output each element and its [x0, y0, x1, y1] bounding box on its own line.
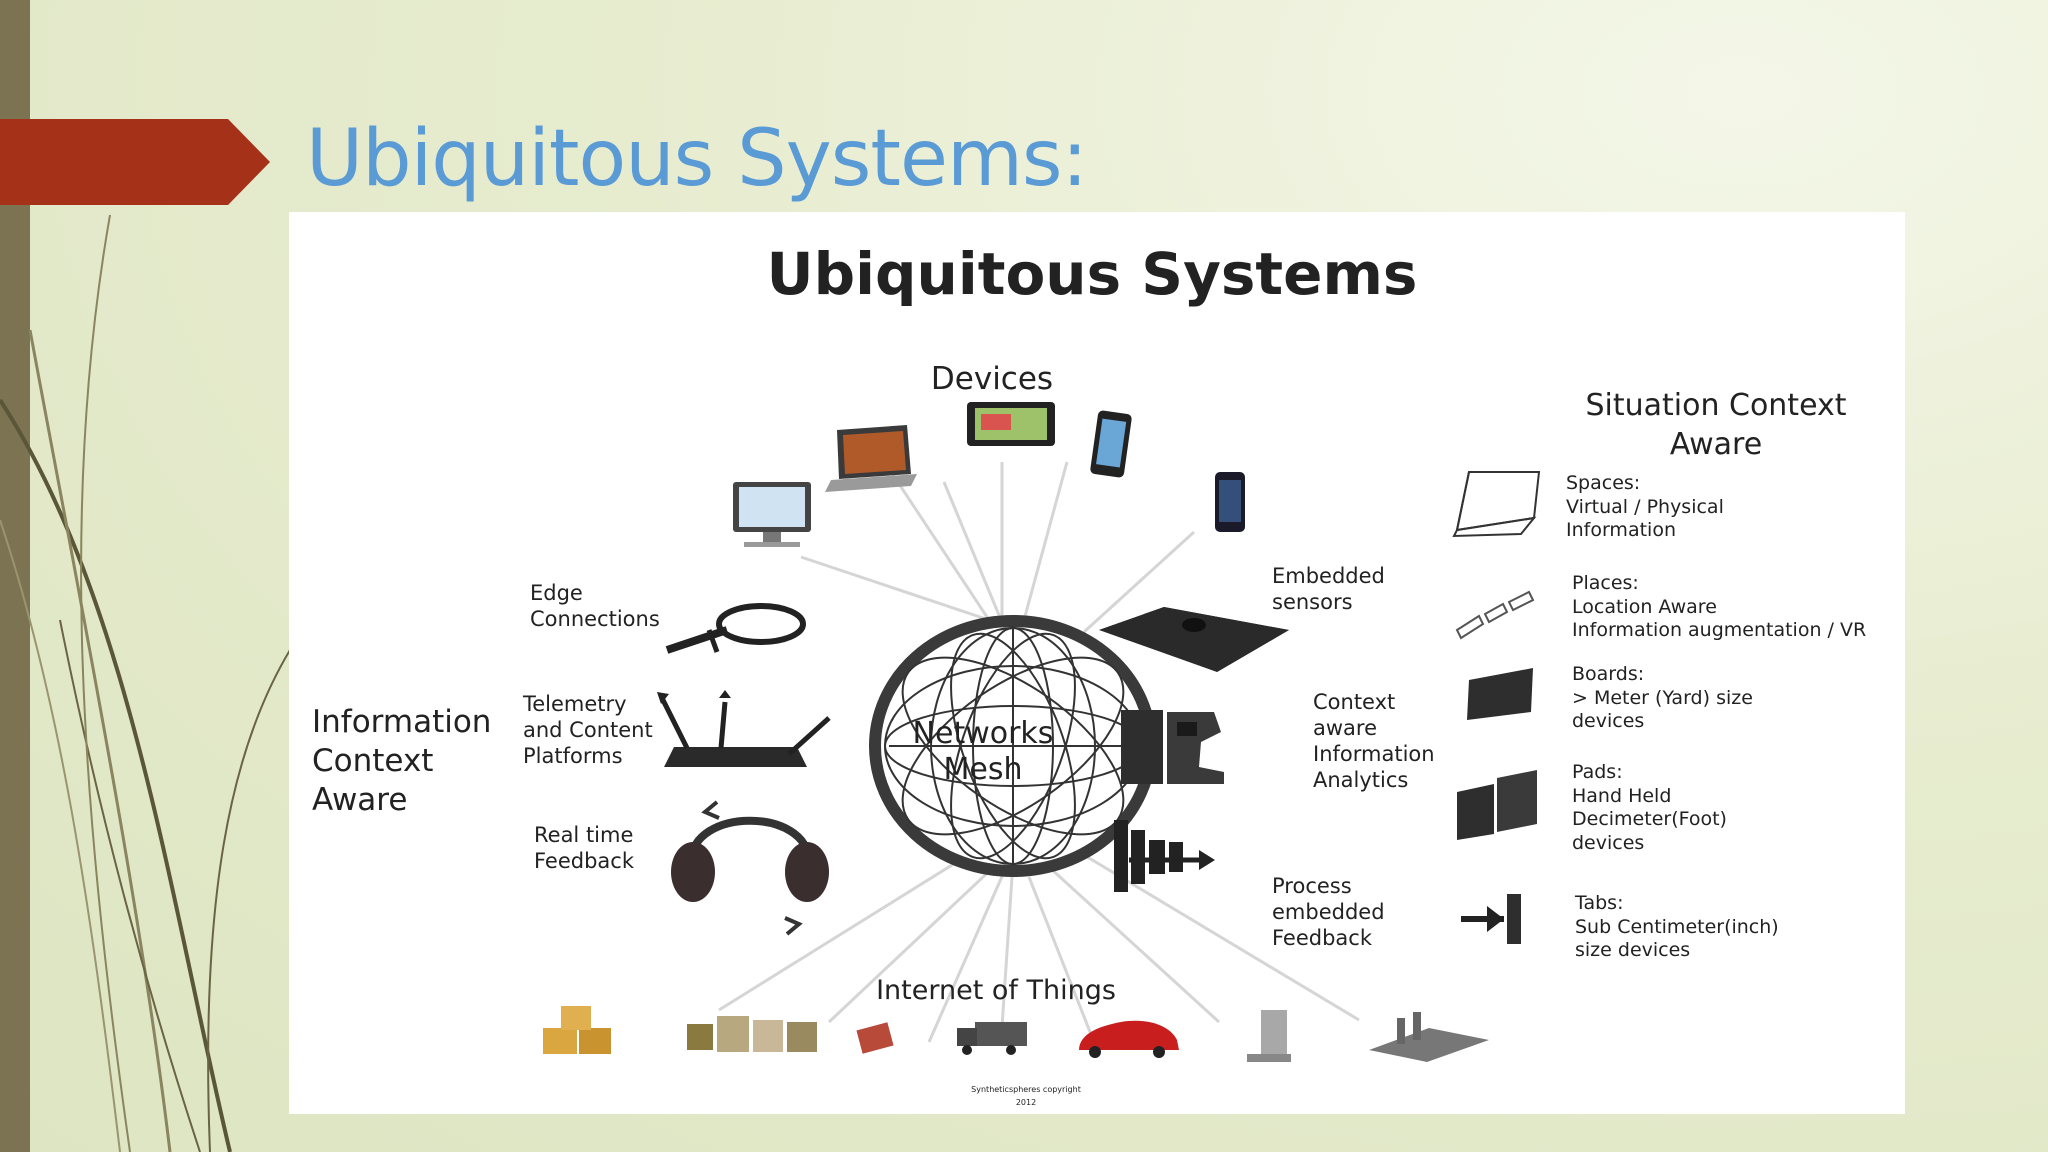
iot-label: Internet of Things: [876, 975, 1116, 1006]
car-icon: [1079, 1020, 1179, 1058]
boards-label-1: Boards:: [1572, 663, 1644, 685]
realtime-label-1: Real time: [534, 823, 633, 847]
info-context-line-1: Information: [312, 704, 491, 740]
boards-label-2: > Meter (Yard) size: [1572, 687, 1753, 709]
smartphone-icon: [1090, 410, 1132, 478]
devices-label: Devices: [931, 361, 1053, 397]
telemetry-label-1: Telemetry: [522, 692, 627, 716]
tabs-label-1: Tabs:: [1574, 892, 1623, 914]
pads-label-4: devices: [1572, 832, 1644, 854]
monitor-icon: [733, 482, 811, 547]
decorative-curves: [0, 214, 291, 1152]
pads-label-2: Hand Held: [1572, 785, 1671, 807]
laptop-icon: [825, 425, 917, 492]
chip-icon: [856, 1022, 894, 1054]
places-label-2: Location Aware: [1572, 596, 1717, 618]
diagram-panel: Ubiquitous Systems Devices: [289, 212, 1905, 1114]
tabs-icon: [1461, 894, 1521, 944]
title-arrow-marker: [0, 119, 270, 205]
process-feedback-label-2: embedded: [1272, 900, 1385, 924]
spaces-label-3: Information: [1566, 519, 1676, 541]
board-icon: [1467, 668, 1533, 720]
headphones-icon: [671, 800, 829, 936]
router-icon: [657, 690, 831, 767]
process-feedback-label-3: Feedback: [1272, 926, 1373, 950]
tabs-label-2: Sub Centimeter(inch): [1575, 916, 1779, 938]
situation-heading-line-1: Situation Context: [1585, 388, 1846, 423]
space-frame-icon: [1452, 471, 1541, 538]
spaces-label-1: Spaces:: [1566, 472, 1640, 494]
building-icon: [1247, 1010, 1291, 1062]
phone-icon: [1215, 472, 1245, 532]
copyright-line-2: 2012: [1016, 1098, 1036, 1107]
context-analytics-label-4: Analytics: [1313, 768, 1408, 792]
places-label-1: Places:: [1572, 572, 1639, 594]
copyright-line-1: Syntheticspheres copyright: [971, 1085, 1081, 1094]
center-label-line-2: Mesh: [944, 752, 1023, 787]
context-analytics-label-2: aware: [1313, 716, 1377, 740]
realtime-label-2: Feedback: [534, 849, 635, 873]
situation-heading-line-2: Aware: [1670, 427, 1762, 462]
networks-mesh-icon: [869, 615, 1157, 877]
context-analytics-label-3: Information: [1313, 742, 1435, 766]
edge-connections-label-1: Edge: [530, 581, 583, 605]
boxes-icon: [543, 1006, 611, 1054]
process-feedback-label-1: Process: [1272, 874, 1352, 898]
info-context-line-2: Context: [312, 743, 433, 779]
embedded-sensors-label-2: sensors: [1272, 590, 1353, 614]
slide-title: Ubiquitous Systems:: [306, 114, 1088, 204]
pads-label-3: Decimeter(Foot): [1572, 808, 1727, 830]
process-arrow-icon: [1114, 820, 1215, 892]
edge-connections-label-2: Connections: [530, 607, 660, 631]
places-label-3: Information augmentation / VR: [1572, 619, 1866, 641]
sensor-plate-icon: [1099, 607, 1289, 672]
pads-icon: [1457, 770, 1537, 840]
pads-label-1: Pads:: [1572, 761, 1623, 783]
context-analytics-label-1: Context: [1313, 690, 1395, 714]
factory-icon: [1369, 1012, 1489, 1062]
tablet-icon: [967, 402, 1055, 446]
spaces-label-2: Virtual / Physical: [1566, 496, 1724, 518]
center-label-line-1: Networks: [913, 716, 1054, 751]
places-icon: [1455, 590, 1535, 640]
loop-icon: [665, 603, 806, 654]
telemetry-label-3: Platforms: [523, 744, 623, 768]
pallets-icon: [687, 1016, 817, 1052]
boards-label-3: devices: [1572, 710, 1644, 732]
embedded-sensors-label-1: Embedded: [1272, 564, 1385, 588]
truck-icon: [957, 1022, 1027, 1055]
puzzle-blocks-icon: [1121, 710, 1224, 784]
diagram-heading: Ubiquitous Systems: [767, 240, 1418, 308]
info-context-line-3: Aware: [312, 782, 407, 818]
spoke-lines: [718, 433, 1360, 1043]
ubiquitous-systems-diagram: Ubiquitous Systems Devices: [312, 240, 1866, 1107]
tabs-label-3: size devices: [1575, 939, 1690, 961]
telemetry-label-2: and Content: [523, 718, 653, 742]
